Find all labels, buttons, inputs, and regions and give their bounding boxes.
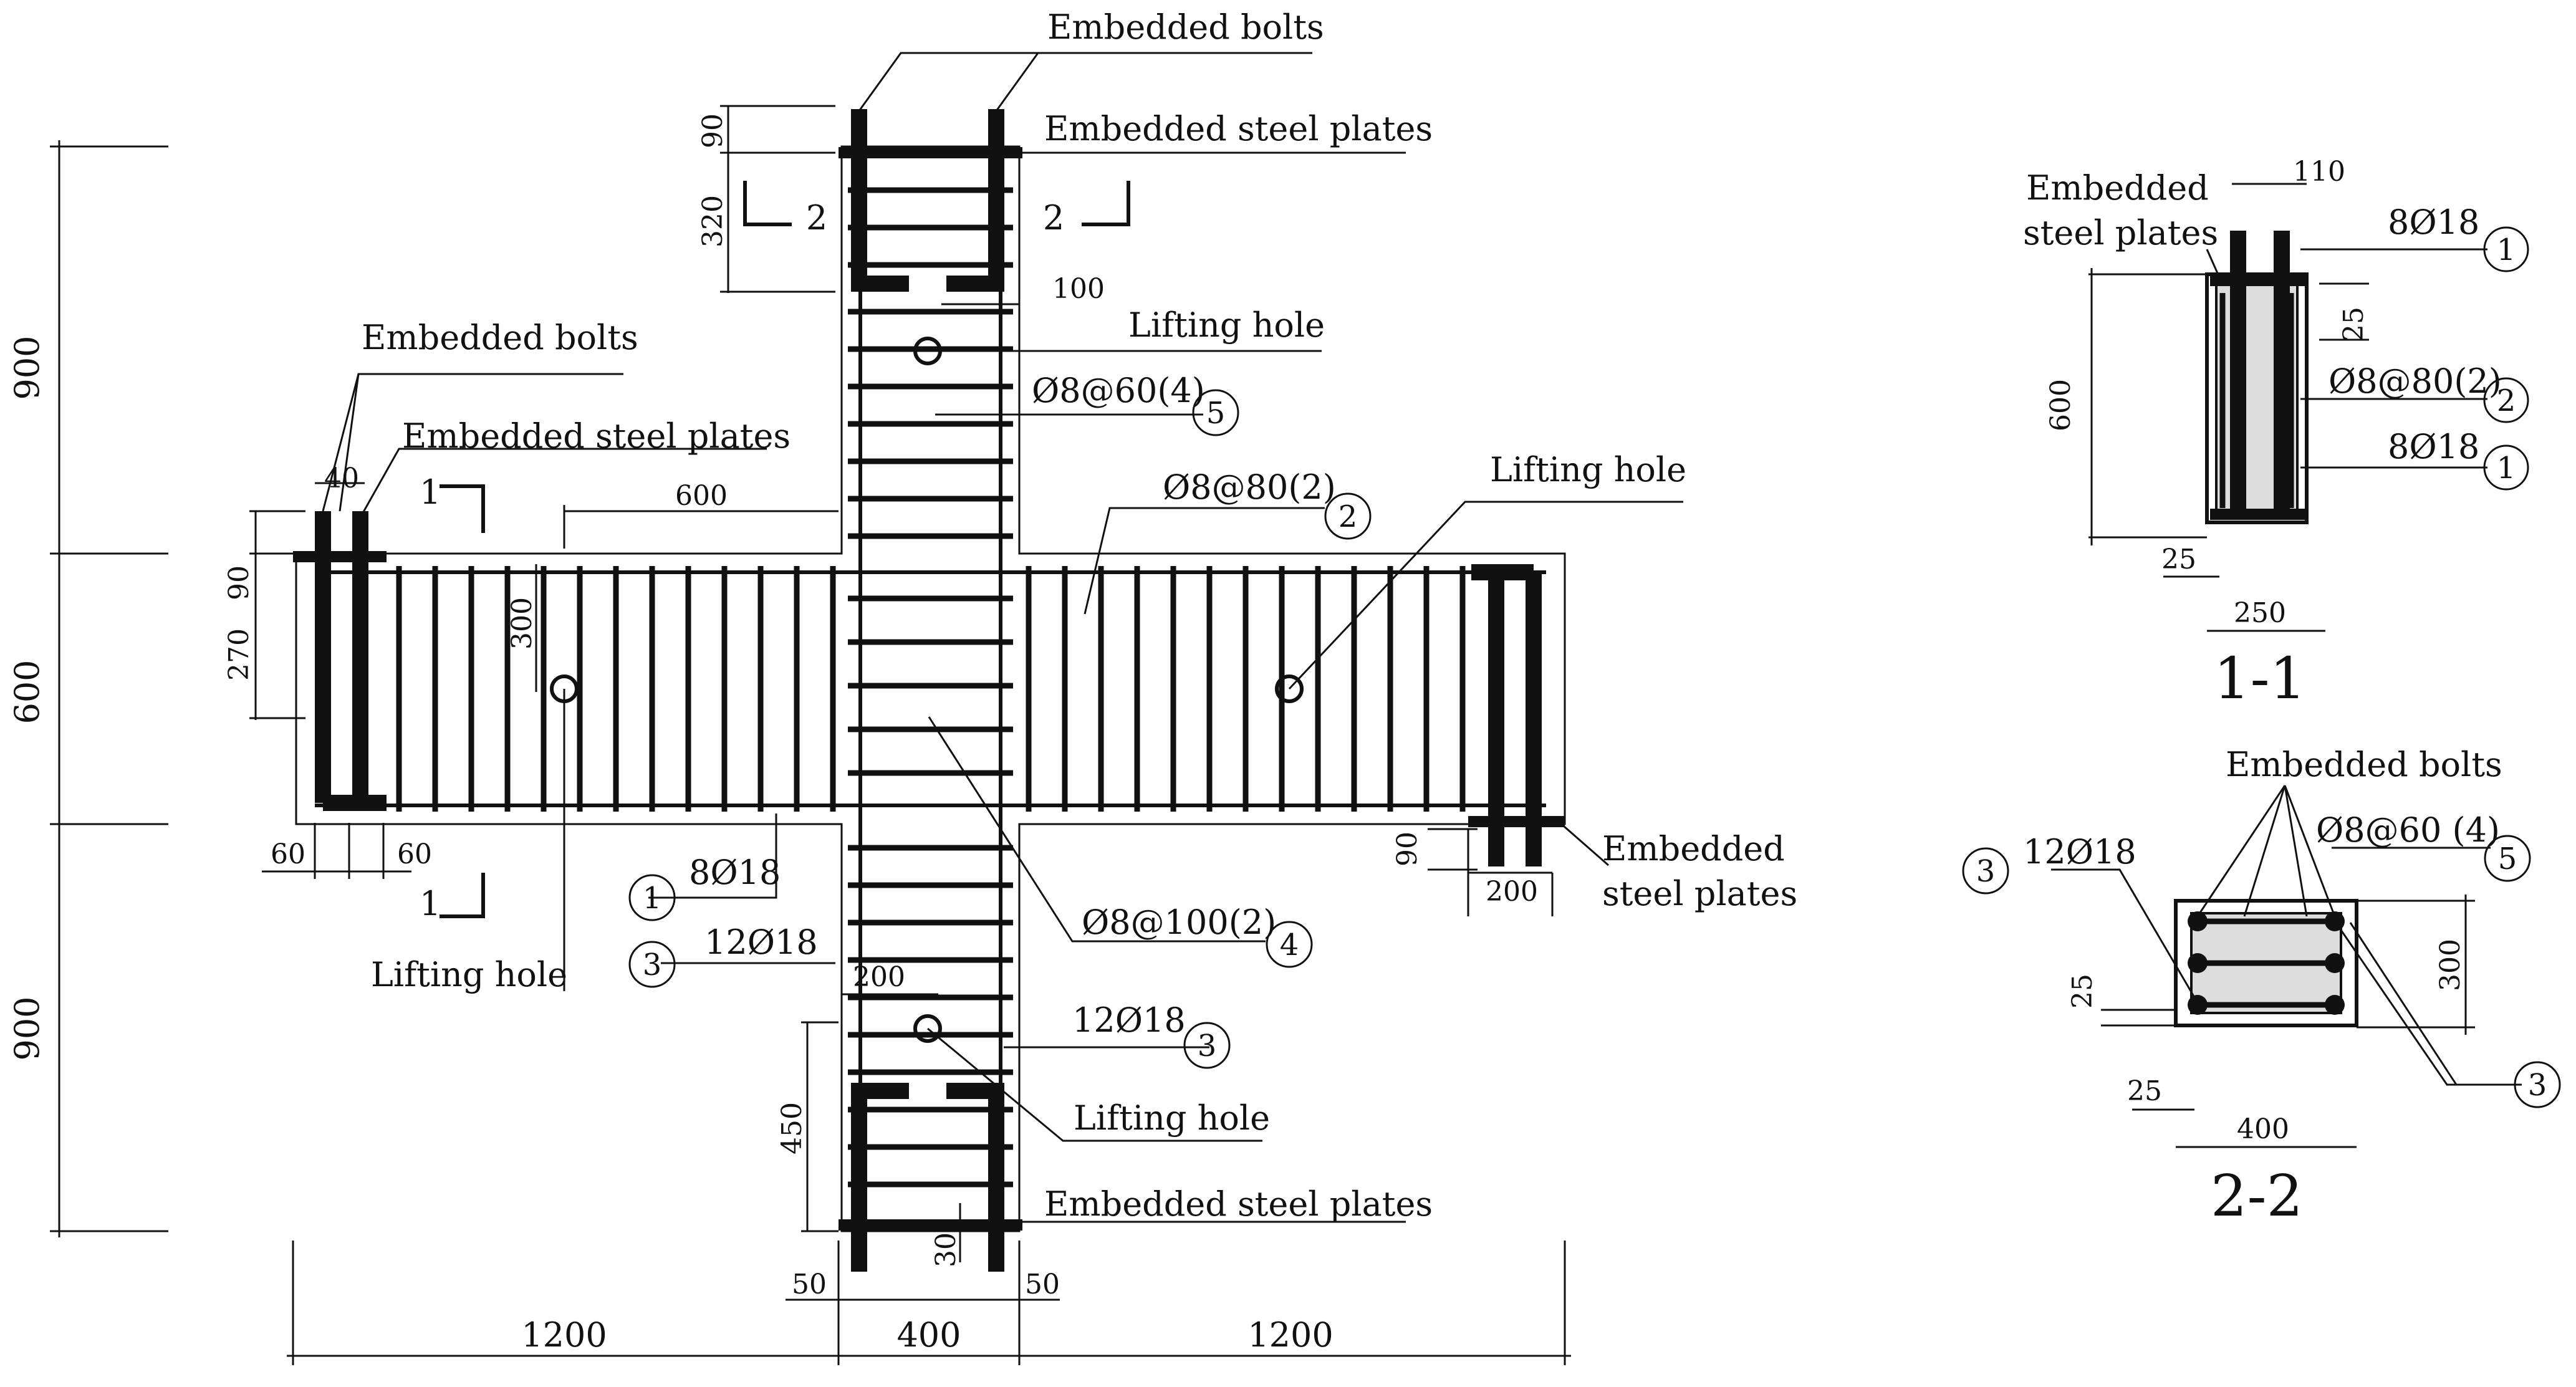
section-1-1: 600 110 25 25 250 Embedded steel plates …: [2023, 156, 2529, 712]
dim-arm-600: 600: [675, 480, 728, 512]
dim-22-400: 400: [2237, 1113, 2289, 1145]
label-11-steel-plates: steel plates: [2023, 213, 2218, 252]
lifting-holes: [550, 337, 1304, 1043]
dim-left-900-bottom: 900: [7, 996, 47, 1060]
rebar-spec-3-right: 12Ø18: [1072, 1001, 1186, 1040]
section-title-2-2: 2-2: [2211, 1163, 2303, 1229]
dim-bottom-1200-right: 1200: [1247, 1315, 1333, 1355]
bottom-dimension-chain: 1200 400 1200: [287, 1241, 1571, 1365]
label-top-bolts: Embedded bolts: [1047, 7, 1324, 47]
balloon-11-2: 2: [2497, 383, 2516, 418]
dim-11-600: 600: [2045, 379, 2077, 431]
dim-bottom-1200-left: 1200: [521, 1315, 607, 1355]
cross-dimensions: 90 320 100 90 270 40 600 300 60 60: [223, 105, 1554, 1301]
dim-11-25-right: 25: [2338, 307, 2370, 342]
label-top-plates: Embedded steel plates: [1044, 109, 1433, 148]
balloon-3-right: 3: [1198, 1029, 1217, 1063]
rebar-spec-2: Ø8@80(2): [1163, 468, 1336, 507]
dim-11-110: 110: [2293, 156, 2345, 188]
label-right-lifting-hole: Lifting hole: [1490, 450, 1686, 489]
horizontal-arm-stirrups: [396, 566, 1502, 812]
dim-left-900-top: 900: [7, 335, 47, 400]
dim-60-left: 60: [271, 838, 305, 870]
balloon-11-1-bottom: 1: [2497, 451, 2516, 486]
dim-22-25-left: 25: [2067, 974, 2098, 1009]
section-mark-2-right: 2: [1043, 198, 1064, 238]
balloon-11-1-top: 1: [2497, 233, 2516, 267]
label-22-12d18: 12Ø18: [2023, 832, 2136, 871]
rebar-spec-3-left: 12Ø18: [704, 923, 818, 962]
balloon-3-left: 3: [643, 948, 662, 982]
embedded-bolts-and-plates: [293, 109, 1565, 1272]
dim-11-250: 250: [2234, 597, 2286, 629]
dim-bottom-400: 400: [896, 1315, 961, 1355]
section-mark-2-left: 2: [806, 198, 827, 238]
dim-50-right: 50: [1025, 1269, 1060, 1300]
label-11-d8-80: Ø8@80(2): [2328, 362, 2502, 401]
section-markers: 2 2 1 1: [420, 181, 1130, 923]
dim-col-200: 200: [853, 961, 905, 993]
label-right-steel-plates: steel plates: [1602, 874, 1797, 913]
label-left-bolts: Embedded bolts: [362, 318, 638, 357]
section-mark-1-bottom: 1: [420, 884, 441, 923]
rebar-spec-4: Ø8@100(2): [1082, 903, 1276, 942]
vertical-column-stirrups: [848, 187, 1013, 1188]
dim-100: 100: [1052, 273, 1105, 305]
balloon-22-5: 5: [2498, 842, 2517, 876]
rebar-spec-5: Ø8@60(4): [1032, 371, 1205, 410]
balloon-4: 4: [1280, 928, 1299, 962]
label-bottom-lifting-hole: Lifting hole: [1074, 1098, 1270, 1138]
rebar-spec-1: 8Ø18: [689, 853, 781, 892]
label-top-lifting-hole: Lifting hole: [1128, 305, 1325, 345]
label-22-embedded-bolts: Embedded bolts: [2226, 745, 2502, 784]
dim-30: 30: [930, 1232, 962, 1267]
cross-labels: Embedded bolts Embedded steel plates Lif…: [362, 7, 1797, 1224]
dim-50-left: 50: [792, 1269, 827, 1300]
lifting-hole-bottom: [913, 1014, 942, 1043]
dim-right-90: 90: [1391, 832, 1423, 866]
label-left-lifting-hole: Lifting hole: [371, 955, 567, 994]
dim-22-25-bottom: 25: [2127, 1075, 2162, 1107]
lifting-hole-right: [1275, 674, 1304, 703]
dim-left-270: 270: [223, 628, 255, 681]
dim-300: 300: [506, 597, 538, 650]
balloon-22-3-right: 3: [2528, 1068, 2547, 1103]
section-2-2: 300 25 25 400 Embedded bolts 12Ø18 3 Ø8@…: [1962, 745, 2561, 1229]
callout-leaders: [322, 52, 1683, 1223]
cross-outline: [295, 145, 1566, 1232]
dim-40: 40: [324, 463, 359, 494]
dim-right-200: 200: [1486, 876, 1538, 908]
label-11-8d18-top: 8Ø18: [2388, 203, 2479, 242]
label-bottom-plates: Embedded steel plates: [1044, 1184, 1433, 1224]
balloon-5: 5: [1206, 396, 1226, 431]
dim-60-right: 60: [397, 838, 432, 870]
section-title-1-1: 1-1: [2214, 645, 2306, 712]
dim-11-25-bottom: 25: [2161, 544, 2196, 575]
balloon-22-3-left: 3: [1976, 854, 1996, 889]
dim-450: 450: [776, 1102, 808, 1154]
dim-top-320: 320: [697, 195, 729, 247]
label-11-embedded: Embedded: [2026, 168, 2209, 208]
dim-left-90: 90: [223, 565, 255, 600]
balloon-1: 1: [643, 881, 662, 916]
left-dimension-chain: 900 600 900: [7, 140, 168, 1237]
dim-left-600: 600: [7, 660, 47, 724]
label-right-embedded: Embedded: [1602, 829, 1785, 868]
dim-22-300: 300: [2434, 939, 2466, 991]
cross-balloons: 5 2 1 4 3 3: [628, 389, 1372, 1069]
dim-top-90: 90: [697, 113, 729, 148]
balloon-2: 2: [1338, 499, 1358, 534]
label-22-d8-60: Ø8@60 (4): [2316, 810, 2500, 850]
label-left-plates: Embedded steel plates: [402, 416, 791, 456]
section-mark-1-top: 1: [420, 473, 441, 512]
label-11-8d18-bottom: 8Ø18: [2388, 427, 2479, 466]
